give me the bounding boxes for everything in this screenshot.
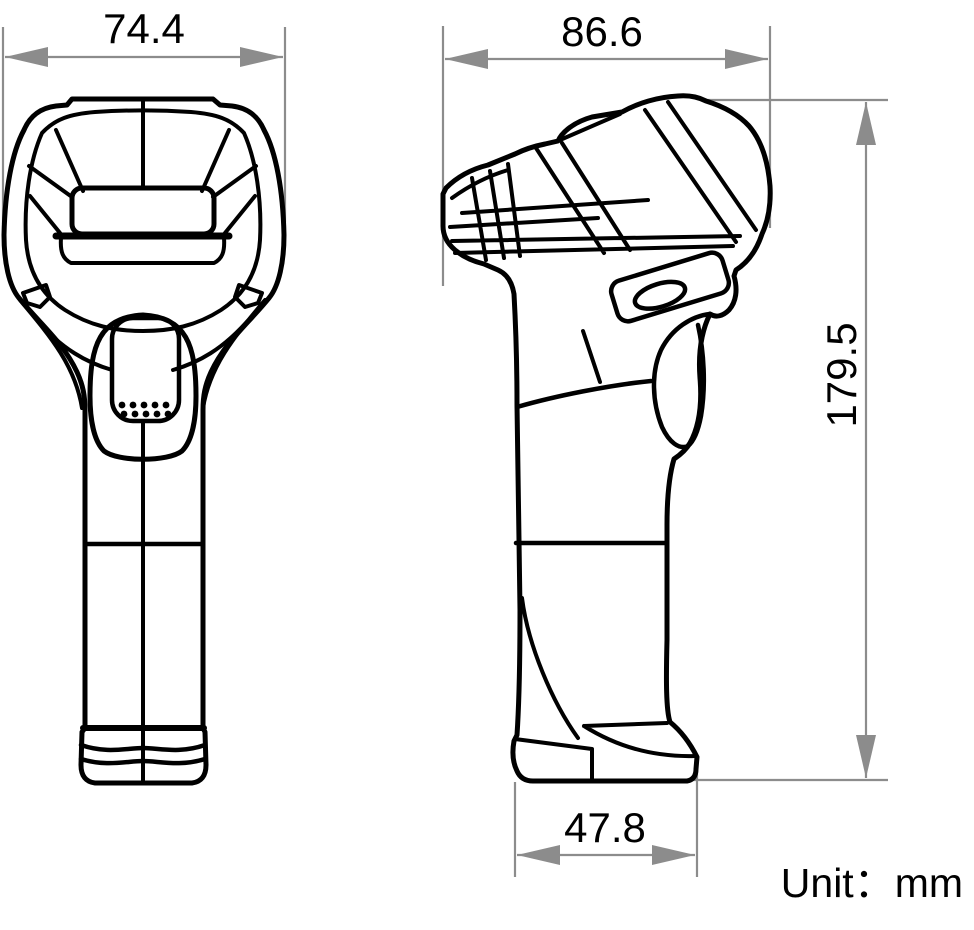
side-outline [440,93,773,784]
scanner-front-view [1,96,287,786]
scan-window-lower-body [58,236,227,265]
front-panel-diagonals [27,128,258,235]
speaker-holes [118,401,172,418]
arrowhead-left-icon [445,49,488,69]
dim-side-width: 86.6 [441,8,772,286]
chin-sweeps [18,298,267,410]
arrowhead-left-icon [5,47,48,67]
arrowhead-right-icon [725,49,768,69]
arrowhead-right-icon [652,845,695,865]
dim-base-width: 47.8 [513,758,699,877]
arrowhead-right-icon [240,47,283,67]
arrowhead-left-icon [517,845,560,865]
dim-base-width-label: 47.8 [564,804,646,851]
oval-button [632,279,688,311]
dim-overall-height: 179.5 [668,98,888,782]
indicator-window-right [233,283,264,309]
unit-label: Unit：mm [781,860,963,906]
dim-front-width: 74.4 [1,5,287,224]
side-handle-boundary [514,378,654,410]
dim-side-width-label: 86.6 [561,8,643,55]
trigger-lever [651,311,713,450]
side-base-details [513,596,697,782]
dim-front-width-label: 74.4 [103,5,185,52]
head-panel-lines [448,100,758,384]
arrowhead-down-icon [856,735,876,778]
trigger-button [109,315,182,424]
rear-button-plate [608,250,732,324]
trigger-surround [87,312,199,462]
scanner-side-view [440,93,773,784]
indicator-window-left [21,283,52,309]
base-wave-lines [78,742,208,766]
front-face-ring [23,108,263,333]
dim-overall-height-label: 179.5 [818,322,865,427]
plate-outline [608,250,732,324]
arrowhead-up-icon [856,102,876,145]
